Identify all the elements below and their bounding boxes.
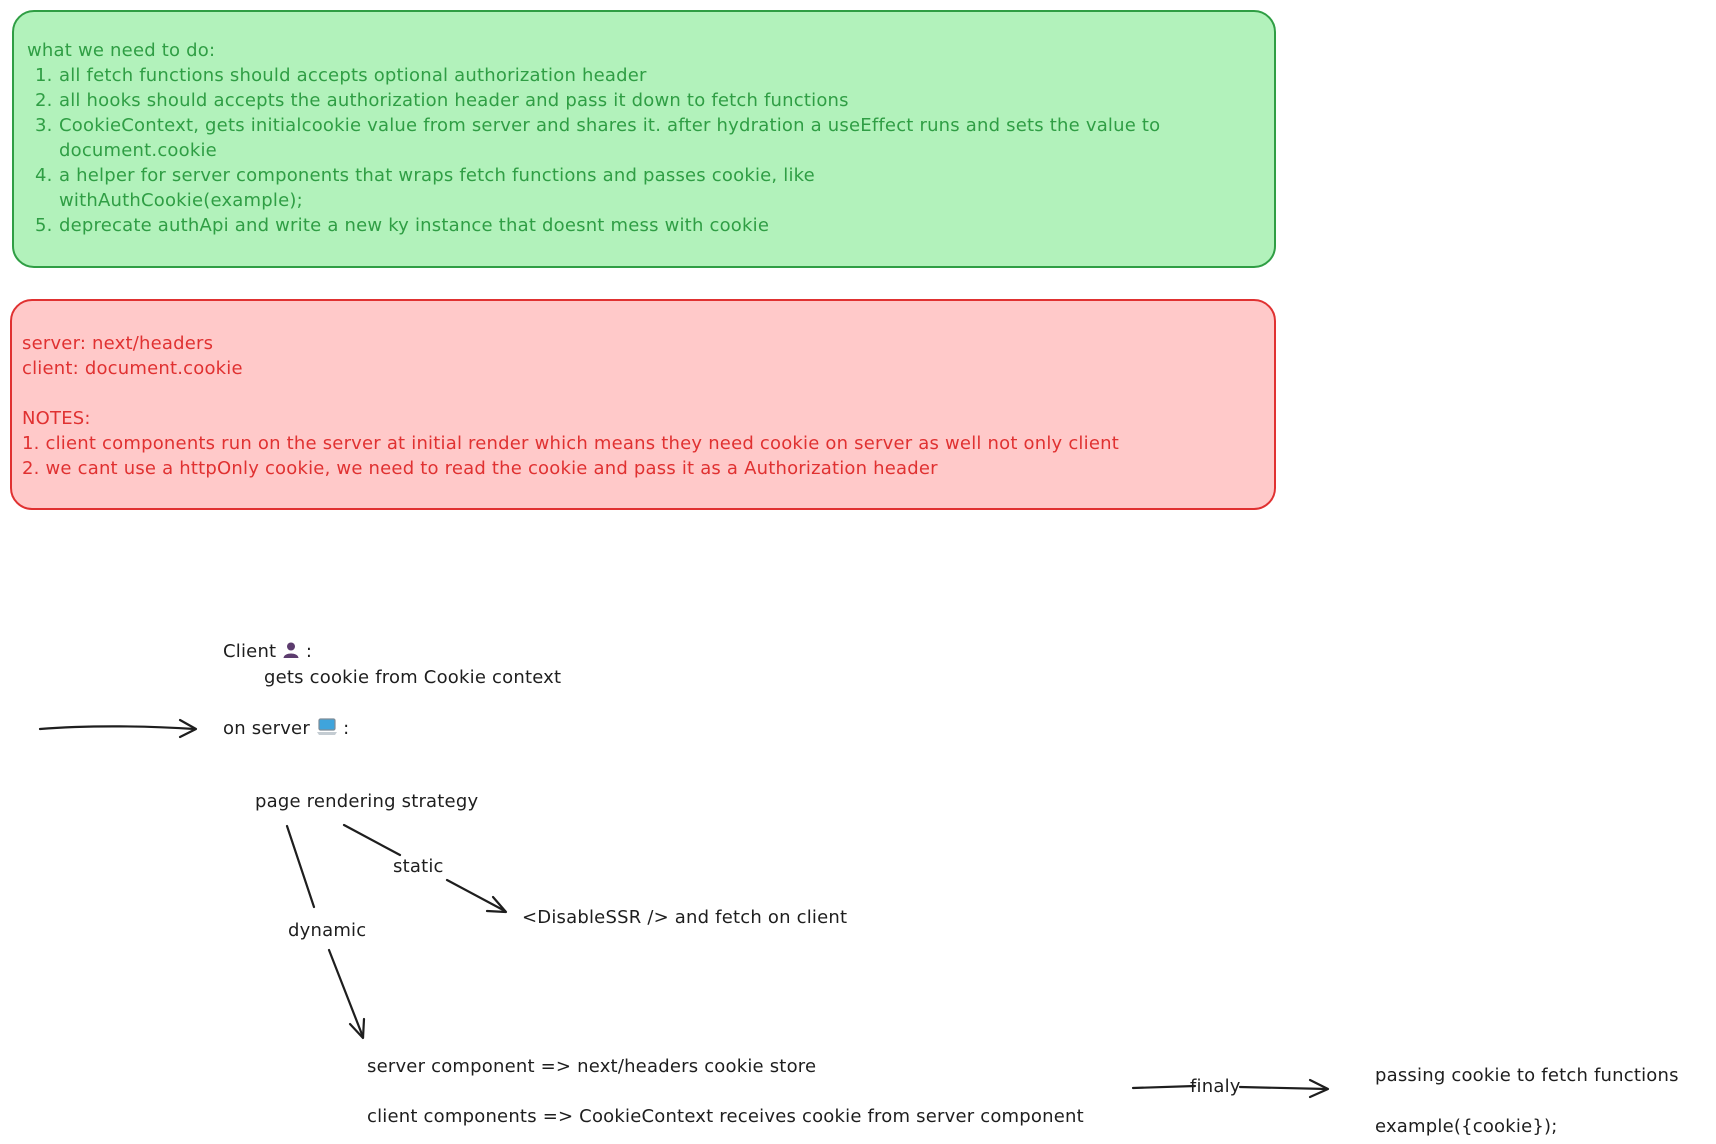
rendering-strategy-label[interactable]: page rendering strategy (255, 791, 479, 812)
todo-item-text-continued: withAuthCookie(example); (59, 190, 303, 211)
todo-list: 1. all fetch functions should accepts op… (27, 63, 1160, 238)
client-label: Client (223, 641, 277, 662)
dynamic-arrow[interactable] (285, 824, 366, 1040)
finaly-arrow[interactable] (1131, 1078, 1330, 1099)
final-example-line[interactable]: example({cookie}); (1375, 1116, 1558, 1137)
todo-item: 3. CookieContext, gets initialcookie val… (27, 113, 1160, 163)
client-description: gets cookie from Cookie context (264, 667, 562, 688)
finaly-label: finaly (1190, 1076, 1241, 1097)
todo-item-text-continued: document.cookie (59, 140, 217, 161)
todo-item: 4. a helper for server components that w… (27, 163, 1160, 213)
server-source-line: server: next/headers (22, 333, 214, 354)
server-component-line[interactable]: server component => next/headers cookie … (367, 1056, 817, 1077)
todo-item: 2. all hooks should accepts the authoriz… (27, 88, 1160, 113)
todo-heading: what we need to do: (27, 40, 216, 61)
entry-arrow[interactable] (38, 718, 198, 739)
todo-item: 1. all fetch functions should accepts op… (27, 63, 1160, 88)
final-step-line[interactable]: passing cookie to fetch functions (1375, 1065, 1679, 1086)
note-item: 1. client components run on the server a… (22, 433, 1119, 454)
client-components-line[interactable]: client components => CookieContext recei… (367, 1106, 1084, 1127)
laptop-icon (310, 718, 343, 739)
static-arrow[interactable] (342, 823, 508, 914)
todo-item-text: all fetch functions should accepts optio… (59, 65, 647, 86)
notes-heading: NOTES: (22, 408, 91, 429)
note-item: 2. we cant use a httpOnly cookie, we nee… (22, 458, 938, 479)
todo-item-text: CookieContext, gets initialcookie value … (59, 115, 1161, 136)
todo-item-text: all hooks should accepts the authorizati… (59, 90, 849, 111)
dynamic-branch-label: dynamic (288, 920, 367, 941)
todo-item-text: a helper for server components that wrap… (59, 165, 815, 186)
static-result[interactable]: <DisableSSR /> and fetch on client (522, 907, 848, 928)
server-label-group: on server : (223, 716, 349, 742)
todo-note-box[interactable]: what we need to do: 1. all fetch functio… (12, 10, 1276, 268)
client-colon: : (305, 641, 313, 662)
todo-item-number: 3. (35, 115, 53, 136)
notes-box[interactable]: server: next/headers client: document.co… (10, 299, 1276, 510)
todo-item: 5. deprecate authApi and write a new ky … (27, 213, 1160, 238)
server-label: on server (223, 718, 310, 739)
todo-item-number: 1. (35, 65, 53, 86)
server-colon: : (343, 718, 350, 739)
todo-item-number: 4. (35, 165, 53, 186)
todo-item-text: deprecate authApi and write a new ky ins… (59, 215, 770, 236)
todo-item-number: 2. (35, 90, 53, 111)
todo-item-number: 5. (35, 215, 53, 236)
client-source-line: client: document.cookie (22, 358, 243, 379)
static-branch-label: static (393, 856, 444, 877)
user-silhouette-icon (282, 642, 306, 662)
client-label-group: Client : (223, 639, 312, 665)
